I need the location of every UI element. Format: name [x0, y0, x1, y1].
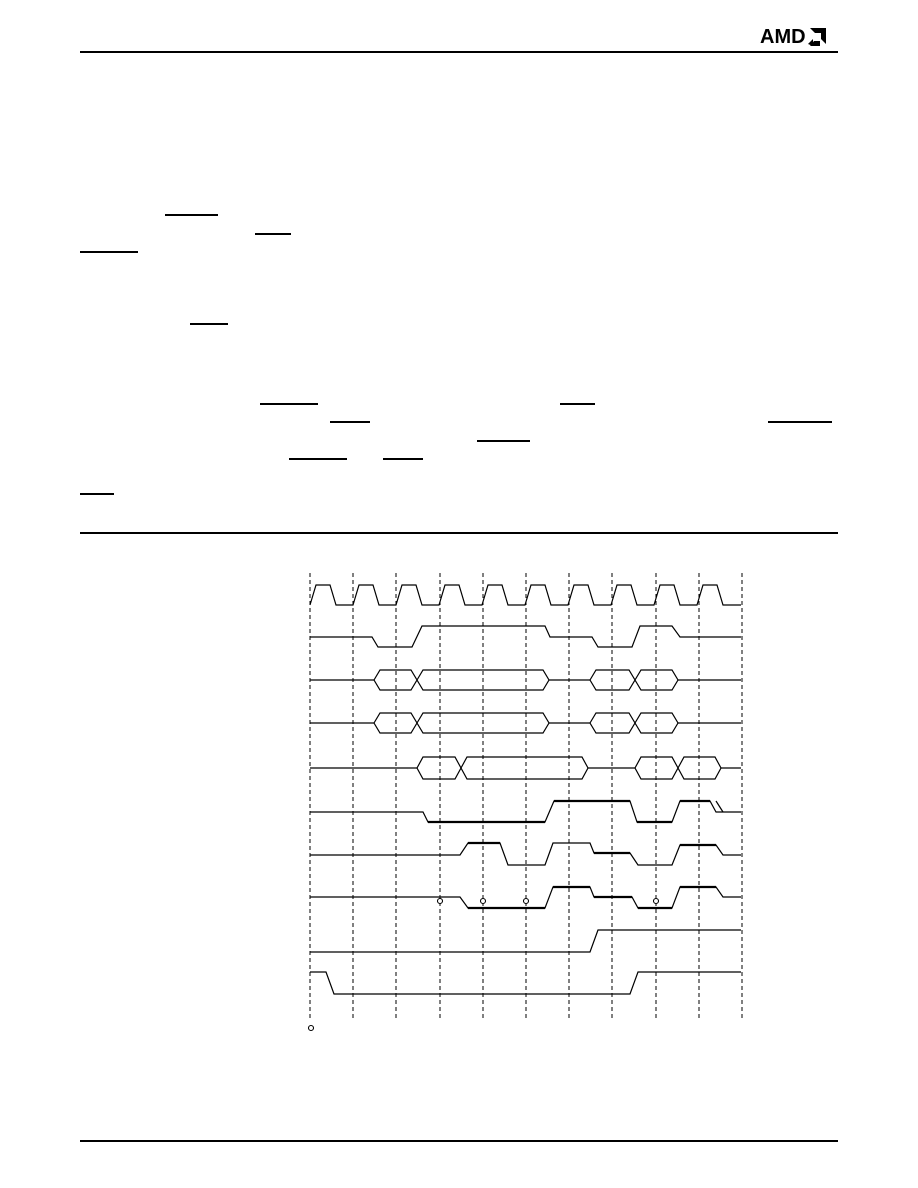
overbar-9 — [477, 440, 530, 442]
clock-waveform — [309, 584, 741, 606]
logo-text: AMD — [760, 25, 806, 48]
bus-2-waveform — [310, 712, 741, 734]
bus-1-waveform — [310, 669, 741, 691]
overbar-8 — [768, 421, 832, 423]
signal-6-heavy — [428, 799, 710, 824]
overbar-6 — [560, 403, 595, 405]
overbar-4 — [190, 323, 228, 325]
signal-7-heavy — [468, 841, 716, 855]
header-rule — [80, 51, 838, 53]
signal-1-waveform — [310, 625, 741, 648]
amd-arrow-logo-icon — [807, 28, 826, 46]
overbar-1 — [165, 214, 218, 216]
signal-6-tail — [715, 800, 724, 813]
section-rule — [80, 532, 838, 534]
overbar-7 — [330, 421, 370, 423]
amd-logo: AMD — [760, 24, 840, 50]
overbar-5 — [260, 403, 318, 405]
overbar-10 — [289, 458, 347, 460]
overbar-12 — [80, 493, 114, 495]
overbar-3 — [80, 251, 138, 253]
overbar-11 — [383, 458, 423, 460]
sample-point-markers — [436, 897, 660, 905]
cycle-gridlines — [309, 573, 743, 1018]
signal-9-waveform — [310, 929, 741, 953]
signal-8-heavy — [468, 885, 716, 910]
footer-rule — [80, 1140, 838, 1142]
signal-10-waveform — [310, 971, 741, 995]
bus-3-waveform — [310, 756, 741, 780]
overbar-2 — [255, 233, 291, 235]
legend-circle-marker — [307, 1024, 315, 1032]
